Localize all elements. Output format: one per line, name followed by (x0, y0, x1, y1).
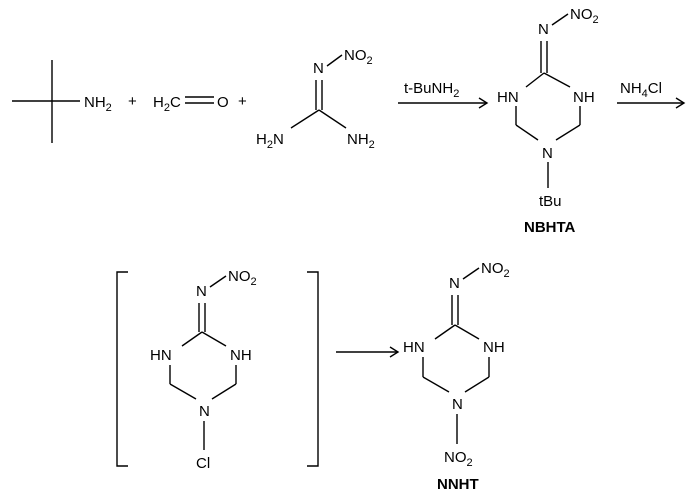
nnht-substituent-no: NO (444, 449, 467, 466)
nbhta-n-imine: N (538, 21, 549, 38)
svg-text:NH4Cl: NH4Cl (620, 80, 662, 100)
formaldehyde-sub: 2 (164, 102, 170, 114)
plus-sign-1: + (128, 93, 137, 110)
nitroguanidine-nh: NH (347, 131, 369, 148)
tert-butylamine: NH2 (12, 60, 112, 143)
step2-reagent: NH (620, 80, 642, 97)
svg-text:HN: HN (497, 89, 519, 106)
step1-reagent: t-BuNH (404, 80, 453, 97)
nitroguanidine-no-sub: 2 (367, 55, 373, 67)
nbhta-no-sub: 2 (593, 14, 599, 26)
formaldehyde-o: O (217, 94, 229, 111)
svg-text:t-BuNH2: t-BuNH2 (404, 80, 459, 100)
nbhta-substituent: tBu (539, 193, 562, 210)
formaldehyde: H2C O (153, 94, 229, 114)
svg-text:NO2: NO2 (481, 260, 510, 280)
svg-text:H2C: H2C (153, 94, 181, 114)
svg-text:NO2: NO2 (444, 449, 473, 469)
nnht-substituent-sub: 2 (467, 457, 473, 469)
step1-reagent-sub: 2 (453, 88, 459, 100)
nbhta-hn-n: N (508, 89, 519, 106)
formaldehyde-h: H (153, 94, 164, 111)
svg-text:NH2: NH2 (84, 94, 112, 114)
intermediate-no-sub: 2 (251, 276, 257, 288)
intermediate-hn-n: N (161, 347, 172, 364)
svg-text:HN: HN (150, 347, 172, 364)
nitroguanidine-h-sub: 2 (267, 139, 273, 151)
intermediate-substituent: Cl (196, 455, 210, 472)
nnht-n-ring: N (452, 396, 463, 413)
svg-text:HN: HN (403, 339, 425, 356)
nbhta-no: NO (570, 6, 593, 23)
svg-text:NO2: NO2 (344, 47, 373, 67)
nbhta-hn-h: H (497, 89, 508, 106)
nnht-nh: NH (483, 339, 505, 356)
nbhta-molecule: N NO2 HN NH N tBu NBHTA (497, 6, 599, 236)
nnht-hn-h: H (403, 339, 414, 356)
intermediate-molecule: N NO2 HN NH N Cl (150, 268, 257, 472)
left-bracket (116, 271, 128, 467)
step2-reagent-tail: Cl (648, 80, 662, 97)
nnht-no: NO (481, 260, 504, 277)
tbutylamine-sub: 2 (106, 102, 112, 114)
intermediate-nh: NH (230, 347, 252, 364)
right-bracket (307, 271, 319, 467)
nitroguanidine: N NO2 H2N NH2 (256, 47, 375, 151)
nbhta-nh: NH (573, 89, 595, 106)
nitroguanidine-n-left: N (273, 131, 284, 148)
tbutylamine-nh: NH (84, 94, 106, 111)
nbhta-label: NBHTA (524, 219, 576, 236)
nnht-molecule: N NO2 HN NH N NO2 NNHT (403, 260, 510, 493)
nnht-label: NNHT (437, 476, 479, 493)
nnht-no-sub: 2 (504, 268, 510, 280)
nnht-hn-n: N (414, 339, 425, 356)
nitroguanidine-nh-sub: 2 (369, 139, 375, 151)
svg-text:NO2: NO2 (570, 6, 599, 26)
nitroguanidine-n: N (313, 60, 324, 77)
nitroguanidine-no: NO (344, 47, 367, 64)
nbhta-n-ring: N (542, 145, 553, 162)
reaction-arrow-1: t-BuNH2 (398, 80, 489, 109)
reaction-arrow-3 (336, 346, 400, 358)
plus-sign-2: + (238, 93, 247, 110)
intermediate-hn-h: H (150, 347, 161, 364)
svg-text:NO2: NO2 (228, 268, 257, 288)
svg-text:NH2: NH2 (347, 131, 375, 151)
intermediate-n-imine: N (196, 283, 207, 300)
step2-reagent-sub: 4 (642, 88, 648, 100)
intermediate-no: NO (228, 268, 251, 285)
formaldehyde-c: C (170, 94, 181, 111)
intermediate-n-ring: N (199, 403, 210, 420)
nitroguanidine-h: H (256, 131, 267, 148)
nnht-n-imine: N (449, 275, 460, 292)
reaction-arrow-2: NH4Cl (617, 80, 686, 109)
svg-text:H2N: H2N (256, 131, 284, 151)
